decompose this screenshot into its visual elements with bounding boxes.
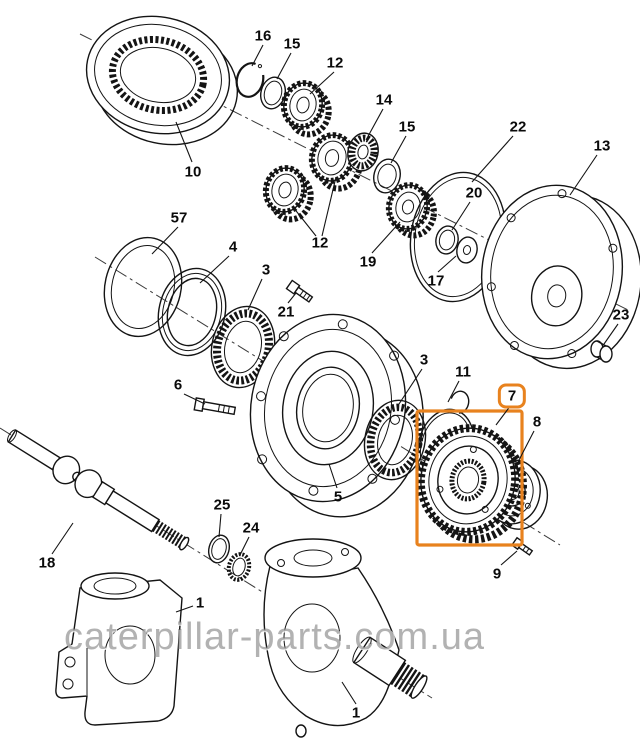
part-label-18: 18 (38, 554, 56, 572)
part-label-6: 6 (173, 376, 183, 394)
hub-cover-part-13 (480, 184, 640, 370)
part-label-15: 15 (398, 118, 416, 136)
part-label-15: 15 (283, 35, 301, 53)
steering-knuckle-right-part-1 (263, 538, 428, 738)
part-label-5: 5 (333, 488, 343, 506)
part-label-14: 14 (375, 91, 393, 109)
watermark-text: caterpillar-parts.com.ua (64, 616, 486, 658)
planet-gear-part-12-top (280, 80, 332, 138)
part-label-24: 24 (242, 519, 260, 537)
part-label-4: 4 (228, 238, 238, 256)
part-label-17: 17 (427, 272, 445, 290)
ring-part-4 (157, 267, 227, 357)
part-label-57: 57 (170, 209, 188, 227)
circlip-part-16 (235, 62, 265, 98)
part-label-19: 19 (359, 253, 377, 271)
bolt-part-6 (193, 397, 237, 416)
part-label-21: 21 (277, 303, 295, 321)
needle-bearing-part-14 (347, 132, 379, 172)
washer-part-15-upper (259, 76, 287, 110)
axle-shaft-part-18 (7, 429, 190, 551)
leader-lines (51, 44, 619, 705)
bolt-part-21 (285, 279, 314, 303)
part-label-9: 9 (492, 565, 502, 583)
sun-gear-part-19 (385, 182, 437, 239)
highlight-box-part-7 (415, 409, 524, 547)
part-label-8: 8 (532, 413, 542, 431)
part-label-3: 3 (261, 261, 271, 279)
wheel-hub-part-5 (249, 313, 424, 518)
disc-part-17 (456, 236, 478, 264)
part-label-25: 25 (213, 496, 231, 514)
part-label-3: 3 (419, 351, 429, 369)
part-label-1: 1 (195, 594, 205, 612)
planet-gear-part-12-lower (262, 165, 314, 223)
part-label-16: 16 (254, 27, 272, 45)
seal-part-25 (207, 534, 231, 564)
plug-part-23 (590, 340, 613, 363)
part-label-12: 12 (326, 54, 344, 72)
part-label-7-highlighted: 7 (497, 383, 527, 409)
part-label-13: 13 (593, 137, 611, 155)
part-label-22: 22 (509, 118, 527, 136)
washer-part-15-lower (373, 158, 401, 194)
part-label-20: 20 (465, 184, 483, 202)
ring-gear-part-10 (85, 15, 239, 146)
seal-part-24 (226, 552, 252, 582)
part-label-23: 23 (612, 306, 630, 324)
part-label-1: 1 (351, 704, 361, 722)
steering-knuckle-left-part-1 (55, 572, 183, 726)
part-label-12: 12 (311, 234, 329, 252)
washer-part-20 (435, 225, 459, 255)
part-label-10: 10 (184, 163, 202, 181)
part-label-11: 11 (455, 363, 471, 381)
